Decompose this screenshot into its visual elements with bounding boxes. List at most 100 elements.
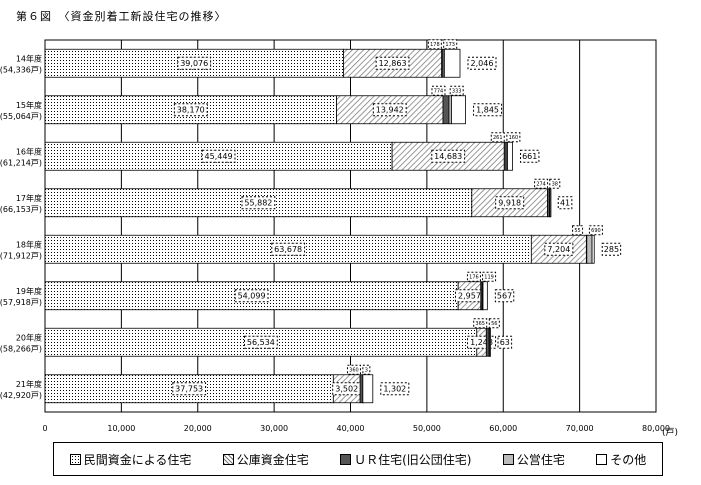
legend-item: 民間資金による住宅 (69, 451, 192, 468)
category-total-label: (54,336戸) (0, 65, 42, 74)
data-label-box (173, 103, 208, 117)
data-label-other: 661 (522, 152, 537, 161)
x-tick-label: 50,000 (413, 424, 441, 433)
x-axis-unit: (戸) (662, 427, 678, 438)
data-label-box (243, 335, 278, 349)
data-label-small-box (362, 364, 371, 375)
data-label-other: 2,046 (471, 59, 494, 68)
category-year-label: 16年度 (16, 146, 42, 156)
bar-segment (443, 48, 461, 78)
data-label-other-box (380, 382, 410, 396)
data-label-other: 1,845 (476, 106, 499, 115)
category-total-label: (57,918戸) (0, 298, 42, 307)
bar-segment (586, 234, 593, 264)
data-label-small-box (346, 364, 361, 375)
data-label-small: 119 (484, 275, 494, 281)
data-label: 55,882 (244, 199, 272, 208)
data-label-small: 173 (445, 42, 455, 48)
data-label: 14,683 (434, 152, 462, 161)
data-label-small-box (488, 318, 500, 329)
data-label: 56,534 (247, 338, 275, 347)
bar-segment (507, 141, 513, 171)
category-year-label: 18年度 (16, 239, 42, 249)
x-tick-label: 70,000 (566, 424, 594, 433)
data-label-small: 261 (493, 135, 503, 141)
bar-segment (359, 374, 364, 404)
bar-segment (549, 188, 552, 218)
data-label-small-box (588, 225, 603, 236)
data-label-small: 3 (365, 368, 368, 374)
legend: 民間資金による住宅 公庫資金住宅 ＵＲ住宅(旧公団住宅) 公営住宅 その他 (53, 442, 663, 476)
data-label-other: 567 (497, 292, 512, 301)
data-label: 12,863 (379, 59, 407, 68)
data-label-small: 274 (536, 182, 546, 188)
data-label-other-box (601, 242, 622, 256)
category-total-label: (61,214戸) (0, 158, 42, 167)
data-label-small: 774 (434, 89, 444, 95)
category-total-label: (55,064戸) (0, 112, 42, 121)
bar-segment (482, 281, 488, 311)
data-label-small-box (466, 271, 481, 282)
legend-item: ＵＲ住宅(旧公団住宅) (340, 451, 471, 468)
data-label-other-box (497, 335, 513, 349)
legend-item: 公営住宅 (502, 451, 565, 468)
data-label-small: 365 (475, 321, 485, 327)
legend-label: その他 (610, 452, 647, 467)
data-label: 37,753 (175, 385, 203, 394)
data-label-box (372, 103, 407, 117)
data-label-box (544, 242, 574, 256)
x-tick-label: 60,000 (489, 424, 517, 433)
data-label-small-box (449, 85, 464, 96)
bar-segment (489, 327, 491, 357)
x-tick-label: 40,000 (337, 424, 365, 433)
category-total-label: (58,266戸) (0, 344, 42, 353)
data-label: 38,170 (177, 106, 205, 115)
data-label-box (431, 149, 466, 163)
category-total-label: (71,912戸) (0, 251, 42, 260)
data-label: 45,449 (205, 152, 233, 161)
data-label: 7,204 (547, 245, 570, 254)
data-label-small-box (534, 178, 549, 189)
legend-label: ＵＲ住宅(旧公団住宅) (354, 452, 472, 467)
data-label-other-box (494, 289, 515, 303)
category-year-label: 19年度 (16, 286, 42, 296)
data-label-other-box (557, 196, 573, 210)
data-label-small-box (431, 85, 446, 96)
bar-segment (451, 95, 466, 125)
data-label-other-box (467, 56, 497, 70)
data-label-small: 360 (349, 368, 359, 374)
legend-swatch-icon (502, 453, 514, 465)
data-label-box (271, 242, 306, 256)
legend-swatch-icon (69, 453, 81, 465)
data-label-other: 1,302 (383, 385, 406, 394)
x-tick-label: 20,000 (184, 424, 212, 433)
data-label-other-box (520, 149, 540, 163)
data-label-box (234, 289, 269, 303)
data-label-small: 56 (491, 321, 497, 327)
legend-item: その他 (596, 451, 646, 468)
data-label: 2,957 (458, 292, 481, 301)
data-label-small-box (473, 318, 488, 329)
data-label-small: 176 (469, 275, 479, 281)
bar-segment (442, 95, 450, 125)
data-label-small-box (549, 178, 561, 189)
data-label: 63,678 (274, 245, 302, 254)
data-label: 9,918 (498, 199, 521, 208)
data-label-small: 178 (430, 42, 440, 48)
data-label-small: 55 (574, 228, 580, 234)
x-tick-label: 10,000 (107, 424, 135, 433)
legend-item: 公庫資金住宅 (222, 451, 309, 468)
category-year-label: 17年度 (16, 193, 42, 203)
bar-segment (591, 234, 595, 264)
data-label-small: 690 (591, 228, 601, 234)
category-year-label: 20年度 (16, 332, 42, 342)
legend-swatch-icon (596, 453, 608, 465)
data-label-small-box (490, 132, 505, 143)
data-label-box (495, 196, 525, 210)
data-label-small-box (506, 132, 521, 143)
legend-label: 民間資金による住宅 (83, 452, 192, 467)
category-total-label: (42,920戸) (0, 391, 42, 400)
data-label: 1,248 (470, 338, 493, 347)
data-label: 3,502 (335, 385, 358, 394)
data-label: 39,076 (180, 59, 208, 68)
